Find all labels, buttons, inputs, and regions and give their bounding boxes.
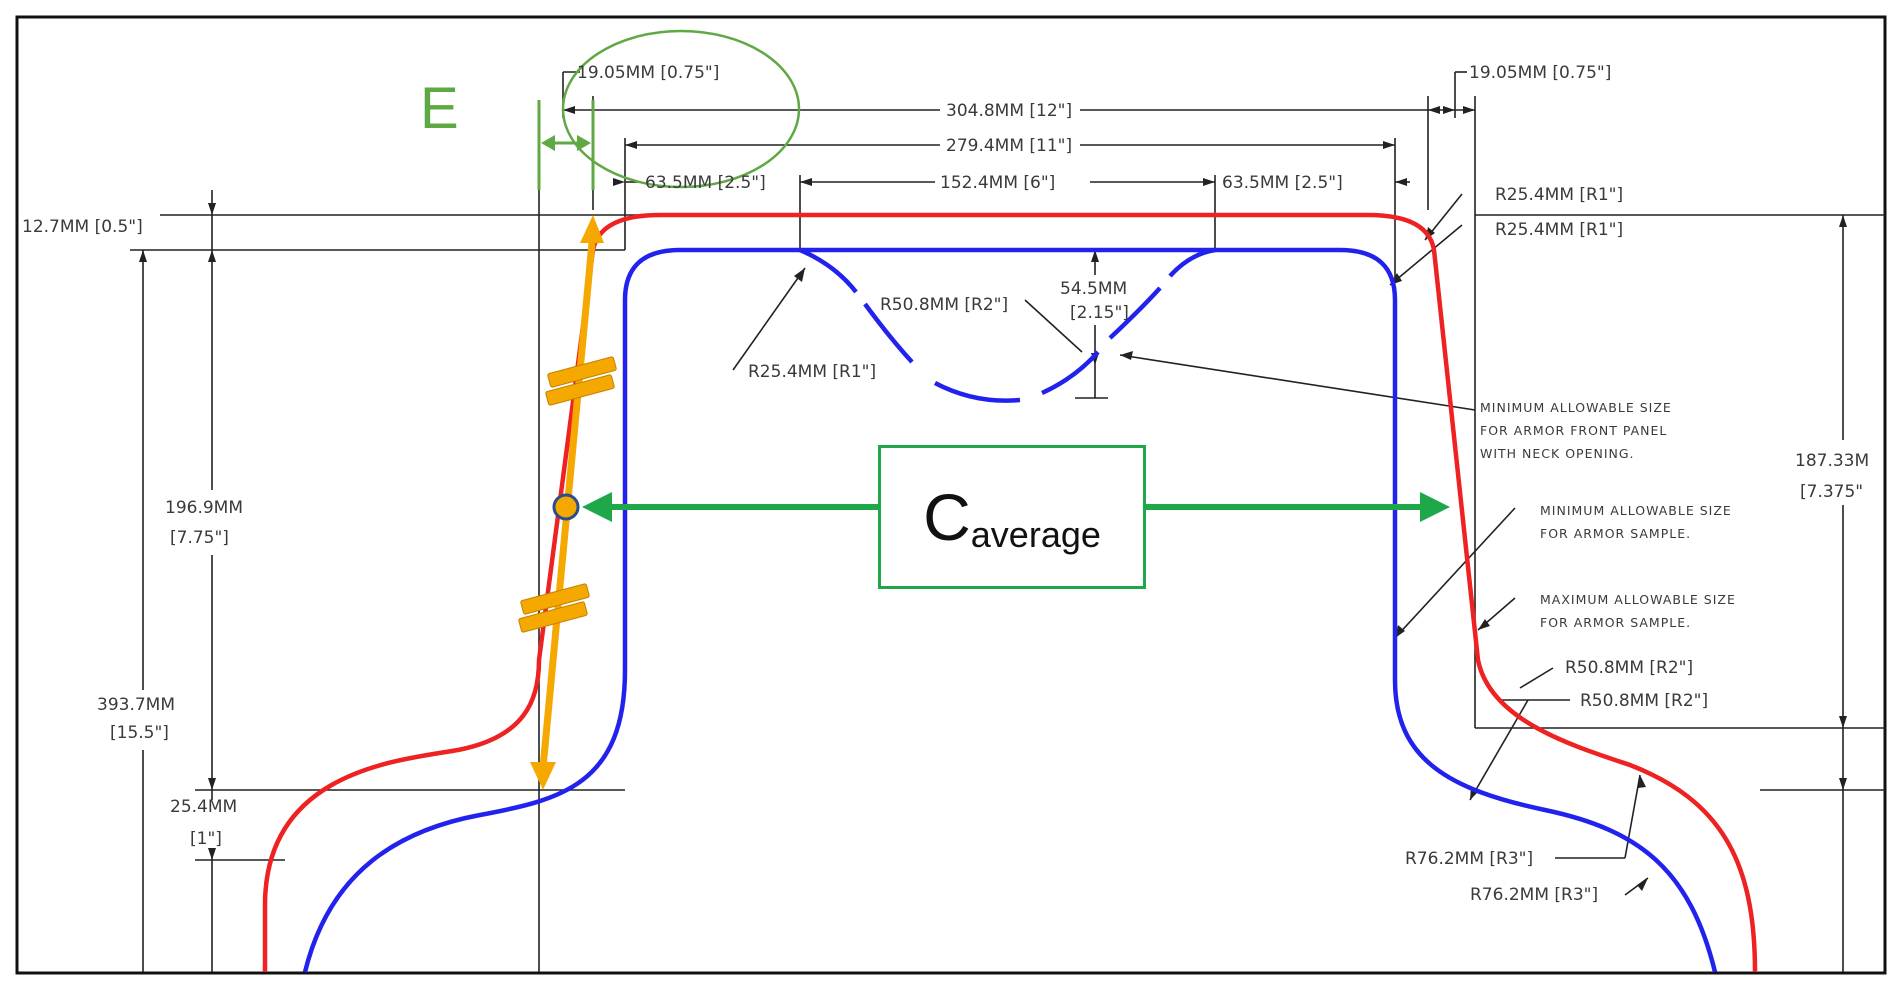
dim-left-393b: [15.5"] — [110, 723, 169, 743]
dim-left-25b: [1"] — [190, 829, 222, 849]
strap-clip-lower — [518, 583, 590, 633]
dimension-labels: 19.05MM [0.75"] 19.05MM [0.75"] 304.8MM … — [22, 63, 1869, 905]
dim-overall-279: 279.4MM [11"] — [946, 136, 1072, 156]
e-highlight-ellipse — [561, 29, 801, 189]
dim-right-187b: [7.375" — [1800, 482, 1863, 502]
strap-arrow-up-icon — [580, 215, 604, 243]
dim-neck-54a: 54.5MM — [1060, 279, 1127, 299]
dim-r25-neck: R25.4MM [R1"] — [748, 362, 876, 382]
dim-left-196b: [7.75"] — [170, 528, 229, 548]
strap-arrow-down-icon — [530, 762, 556, 790]
dim-r76-right2: R76.2MM [R3"] — [1470, 885, 1598, 905]
note-max-line2: FOR ARMOR SAMPLE. — [1540, 615, 1691, 630]
dim-right-63: 63.5MM [2.5"] — [1222, 173, 1343, 193]
dim-neck-54b: [2.15"] — [1070, 303, 1129, 323]
note-min-line1: MINIMUM ALLOWABLE SIZE — [1540, 503, 1732, 518]
note-neck-line2: FOR ARMOR FRONT PANEL — [1480, 423, 1667, 438]
note-min-line2: FOR ARMOR SAMPLE. — [1540, 526, 1691, 541]
dim-top-right-19: 19.05MM [0.75"] — [1469, 63, 1611, 83]
e-label: E — [420, 76, 459, 141]
leader-lines — [732, 193, 1649, 896]
dim-left-25a: 25.4MM — [170, 797, 237, 817]
caverage-label-main: C — [923, 480, 971, 554]
note-max-line1: MAXIMUM ALLOWABLE SIZE — [1540, 592, 1736, 607]
dim-left-12: 12.7MM [0.5"] — [22, 217, 143, 237]
e-arrow-right-icon — [577, 135, 591, 151]
dim-right-187a: 187.33M — [1795, 451, 1869, 471]
maximum-size-outline — [262, 212, 1758, 973]
drawing-frame — [15, 15, 1887, 975]
dim-overall-304: 304.8MM [12"] — [946, 101, 1072, 121]
e-arrow-left-icon — [541, 135, 555, 151]
note-neck-line1: MINIMUM ALLOWABLE SIZE — [1480, 400, 1672, 415]
strap-center-point — [552, 493, 580, 521]
note-neck-line3: WITH NECK OPENING. — [1480, 446, 1635, 461]
strap-clip-upper — [545, 356, 617, 406]
dim-left-196a: 196.9MM — [165, 498, 243, 518]
caverage-arrow-right-icon — [1420, 492, 1450, 522]
dim-r25-top2: R25.4MM [R1"] — [1495, 220, 1623, 240]
caverage-arrow-left-icon — [582, 492, 612, 522]
dim-r76-right1: R76.2MM [R3"] — [1405, 849, 1533, 869]
neck-opening-outline — [799, 247, 1216, 403]
dim-left-393a: 393.7MM — [97, 695, 175, 715]
dim-r25-top1: R25.4MM [R1"] — [1495, 185, 1623, 205]
annotation-notes: MINIMUM ALLOWABLE SIZE FOR ARMOR FRONT P… — [1480, 400, 1736, 630]
minimum-size-outline — [302, 247, 1718, 973]
caverage-label-subscript: average — [970, 514, 1101, 555]
dim-r50-neck: R50.8MM [R2"] — [880, 295, 1008, 315]
dim-left-63: 63.5MM [2.5"] — [645, 173, 766, 193]
dim-top-left-19: 19.05MM [0.75"] — [577, 63, 719, 83]
dim-r50-right1: R50.8MM [R2"] — [1565, 658, 1693, 678]
dim-center-152: 152.4MM [6"] — [940, 173, 1055, 193]
dim-r50-right2: R50.8MM [R2"] — [1580, 691, 1708, 711]
